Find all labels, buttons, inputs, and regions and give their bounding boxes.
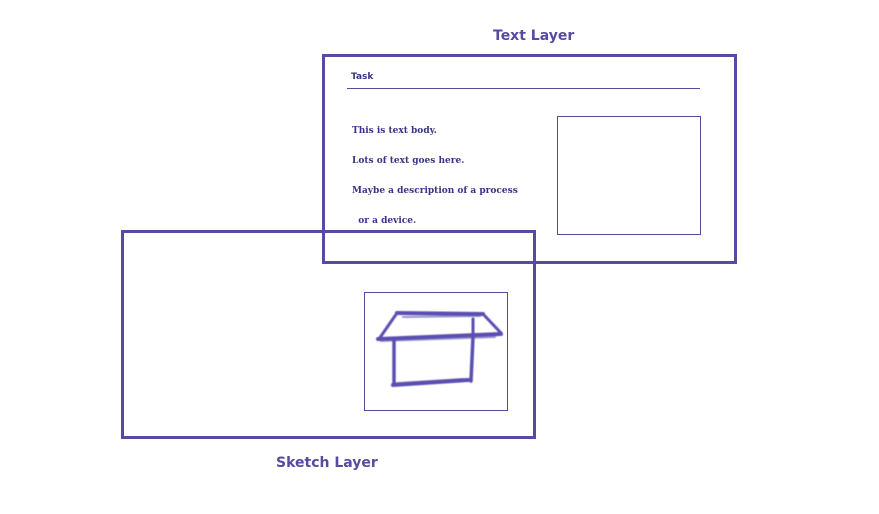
task-divider (347, 88, 700, 89)
body-line: This is text body. (352, 126, 437, 136)
body-line: Lots of text goes here. (352, 156, 465, 166)
sketch-layer-frame (121, 230, 536, 439)
body-line: Maybe a description of a process (352, 186, 518, 196)
body-text: This is text body. Lots of text goes her… (352, 106, 518, 236)
text-layer-frame (322, 54, 737, 264)
body-line: or a device. (352, 216, 417, 226)
box-sketch-icon (376, 311, 503, 387)
sketch-layer-title: Sketch Layer (276, 455, 378, 471)
text-layer-title: Text Layer (493, 28, 575, 44)
sketch-frame (364, 292, 508, 411)
image-placeholder (557, 116, 701, 235)
task-heading: Task (351, 72, 374, 82)
